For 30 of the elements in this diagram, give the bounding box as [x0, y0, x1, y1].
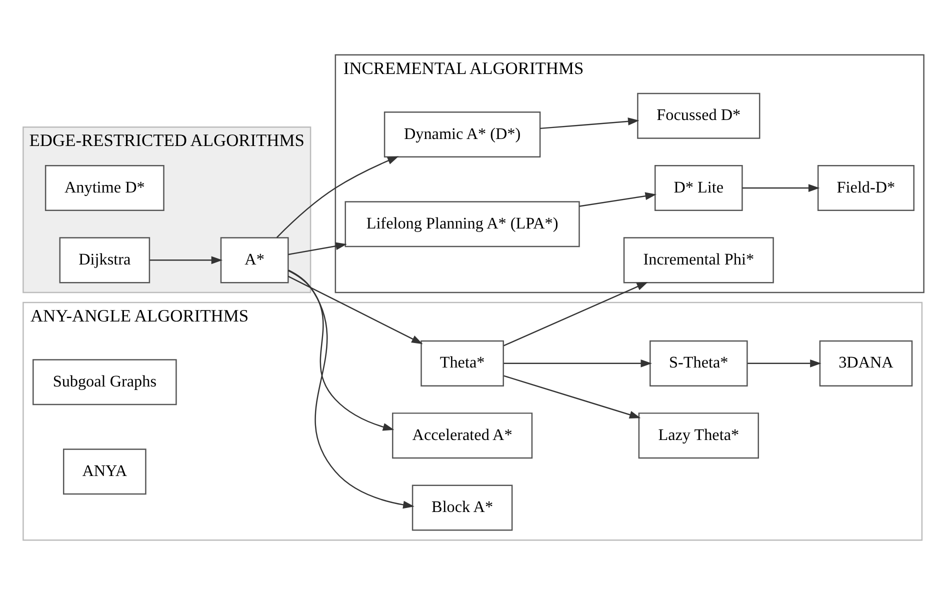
arrow — [288, 269, 394, 430]
node-box: Block A* — [412, 484, 513, 530]
node-box: S-Theta* — [650, 340, 748, 386]
arrow — [504, 281, 648, 346]
arrow — [276, 156, 399, 238]
node-box: A* — [220, 236, 289, 283]
arrow — [579, 192, 656, 206]
node-box: Theta* — [420, 340, 504, 386]
node-box: Lazy Theta* — [638, 412, 759, 458]
arrow — [288, 275, 423, 344]
node-box: Accelerated A* — [392, 412, 533, 458]
node-box: Field-D* — [817, 164, 914, 211]
node-box: Subgoal Graphs — [32, 358, 177, 405]
node-box: ANYA — [63, 448, 146, 494]
node-box: Focussed D* — [637, 92, 760, 138]
node-box: Anytime D* — [44, 164, 164, 211]
arrow — [288, 269, 414, 508]
node-box: 3DANA — [819, 340, 913, 386]
arrow — [288, 242, 347, 255]
node-box: Dynamic A* (D*) — [384, 111, 541, 158]
arrow — [748, 359, 822, 367]
arrow — [742, 184, 820, 192]
arrow — [150, 256, 223, 264]
arrow — [504, 359, 652, 367]
node-box: Dijkstra — [59, 236, 150, 283]
arrow — [504, 374, 641, 418]
arrow — [540, 117, 640, 129]
node-box: Lifelong Planning A* (LPA*) — [344, 200, 580, 247]
node-box: D* Lite — [654, 164, 743, 211]
node-box: Incremental Phi* — [623, 236, 774, 283]
